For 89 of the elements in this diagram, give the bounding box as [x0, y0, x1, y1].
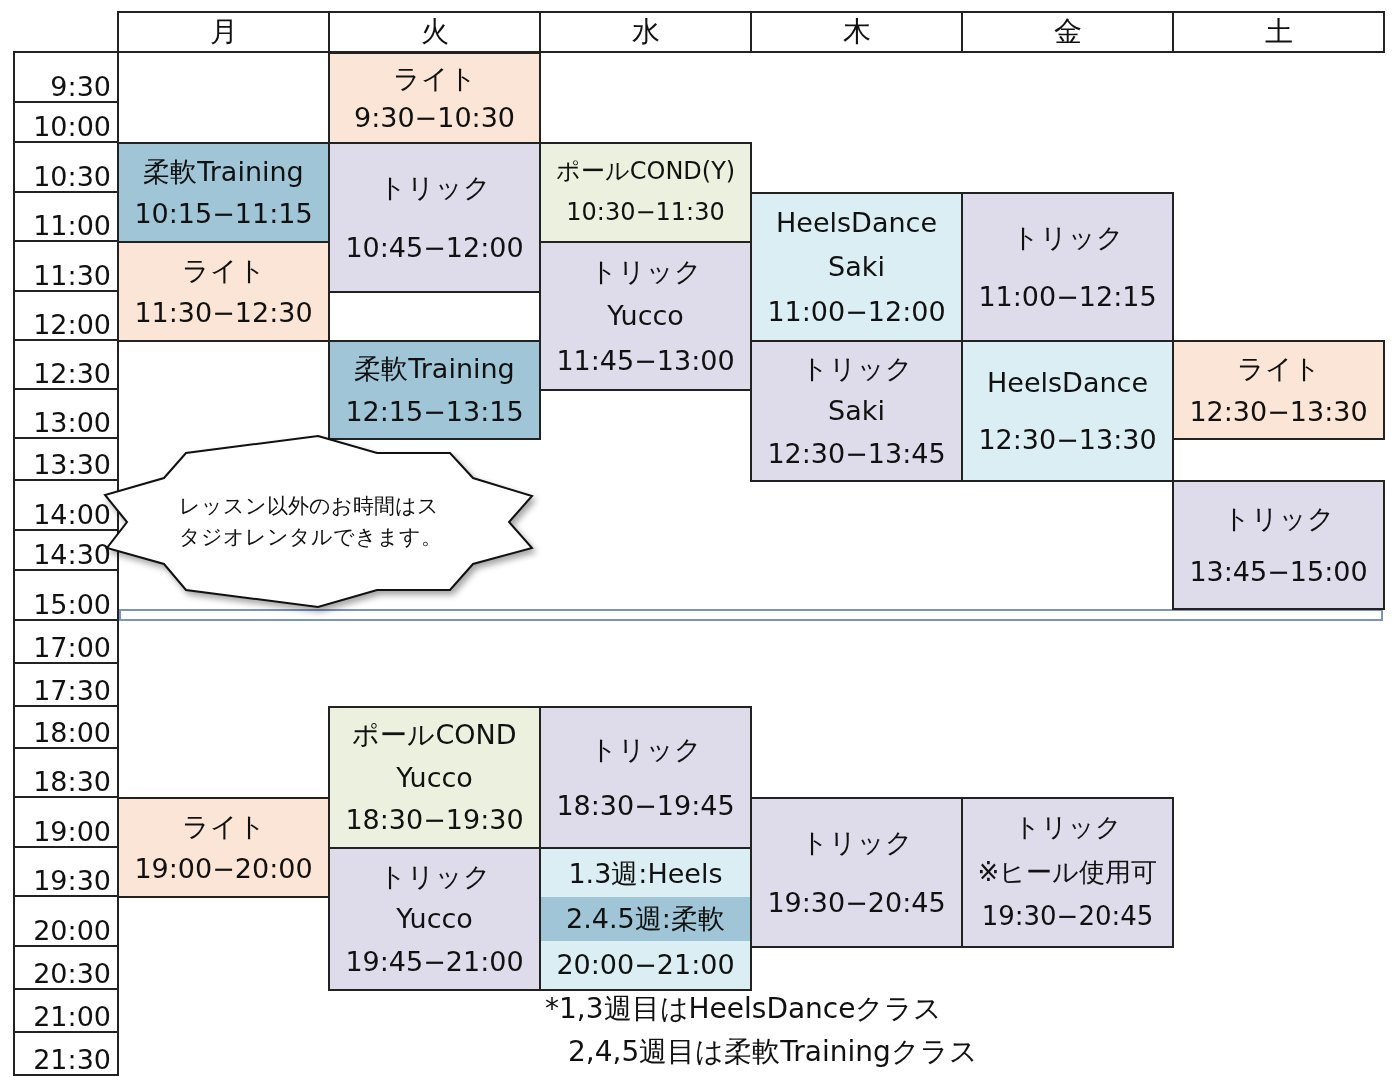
footnote: *1,3週目はHeelsDanceクラス [545, 994, 943, 1025]
class-cell [117, 797, 330, 898]
class-name: トリック [800, 827, 913, 859]
class-name: ライト [181, 810, 266, 842]
class-cell [539, 706, 752, 849]
weekday-header: 土 [1172, 11, 1385, 53]
time-range: 19:30−20:45 [981, 901, 1154, 932]
class-cell [961, 192, 1174, 342]
class-detail: ※ヒール使用可 [977, 857, 1158, 888]
class-name: HeelsDance [987, 367, 1148, 399]
time-range: 19:00−20:00 [134, 853, 313, 885]
weekday-header: 木 [750, 11, 963, 53]
class-name: ライト [1236, 353, 1321, 385]
time-range: 13:45−15:00 [1189, 555, 1368, 587]
class-name: トリック [589, 733, 702, 765]
time-cell: 12:30 [13, 339, 119, 390]
time-cell: 10:00 [13, 101, 119, 143]
class-name: トリック [378, 860, 491, 892]
class-detail: Yucco [396, 761, 473, 793]
class-detail: 2.4.5週:柔軟 [541, 897, 750, 941]
time-range: 10:45−12:00 [345, 231, 524, 263]
class-name: ライト [181, 254, 266, 286]
time-range: 18:30−19:30 [345, 804, 524, 836]
class-detail: Yucco [607, 300, 684, 332]
time-range: 11:00−12:00 [767, 295, 946, 327]
class-cell [539, 142, 752, 243]
class-name: 柔軟Training [143, 155, 304, 187]
time-cell: 20:00 [13, 895, 119, 947]
callout-text: レッスン以外のお時間はスタジオレンタルできます。 [179, 492, 443, 551]
class-name: トリック [1011, 221, 1124, 253]
time-cell: 13:30 [13, 437, 119, 481]
class-cell [117, 241, 330, 342]
class-detail: Saki [828, 251, 885, 283]
time-range: 9:30−10:30 [353, 102, 516, 134]
time-range: 18:30−19:45 [556, 790, 735, 822]
class-cell [328, 52, 541, 144]
class-cell [328, 142, 541, 293]
weekday-header: 水 [539, 11, 752, 53]
class-cell [750, 797, 963, 948]
class-name: トリック [800, 353, 913, 385]
class-name: ポールCOND [352, 719, 517, 751]
time-cell: 17:00 [13, 619, 119, 664]
time-range: 11:45−13:00 [556, 344, 735, 376]
time-cell: 9:30 [13, 51, 119, 103]
time-range: 12:30−13:45 [767, 437, 946, 469]
time-range: 12:30−13:30 [978, 423, 1157, 455]
time-range: 19:45−21:00 [345, 946, 524, 978]
class-name: トリック [378, 172, 491, 204]
class-cell [328, 340, 541, 440]
class-cell [750, 192, 963, 342]
time-cell: 18:30 [13, 747, 119, 798]
class-cell [539, 241, 752, 391]
time-cell: 13:00 [13, 388, 119, 439]
class-name: ポールCOND(Y) [555, 157, 736, 186]
class-name: トリック [1013, 813, 1122, 844]
class-name: トリック [1222, 503, 1335, 535]
time-cell: 21:30 [13, 1031, 119, 1076]
class-name: 柔軟Training [354, 353, 515, 385]
time-range: 11:00−12:15 [978, 281, 1157, 313]
class-detail: Yucco [396, 903, 473, 935]
class-name: ライト [392, 62, 477, 94]
time-cell: 21:00 [13, 988, 119, 1033]
class-cell [117, 142, 330, 243]
class-name: 1.3週:Heels [568, 857, 723, 889]
class-cell [539, 847, 752, 991]
time-cell: 20:30 [13, 945, 119, 990]
class-detail: Saki [828, 395, 885, 427]
weekday-header: 月 [117, 11, 330, 53]
footnote: 2,4,5週目は柔軟Trainingクラス [568, 1037, 978, 1068]
time-range: 10:15−11:15 [134, 198, 313, 230]
class-cell [961, 340, 1174, 482]
class-cell [1172, 340, 1385, 440]
class-cell [328, 706, 541, 849]
time-cell: 15:00 [13, 569, 119, 621]
time-cell: 18:00 [13, 705, 119, 749]
time-cell: 17:30 [13, 662, 119, 707]
class-name: トリック [589, 256, 702, 288]
class-cell [328, 847, 541, 991]
time-range: 20:00−21:00 [556, 949, 735, 981]
weekday-header: 金 [961, 11, 1174, 53]
class-cell [1172, 480, 1385, 610]
time-range: 11:30−12:30 [134, 297, 313, 329]
class-cell [961, 797, 1174, 948]
time-range: 12:30−13:30 [1189, 395, 1368, 427]
time-range: 10:30−11:30 [566, 199, 725, 228]
time-range: 12:15−13:15 [345, 395, 524, 427]
class-name: HeelsDance [776, 207, 937, 239]
time-range: 19:30−20:45 [767, 886, 946, 918]
class-cell [750, 340, 963, 482]
